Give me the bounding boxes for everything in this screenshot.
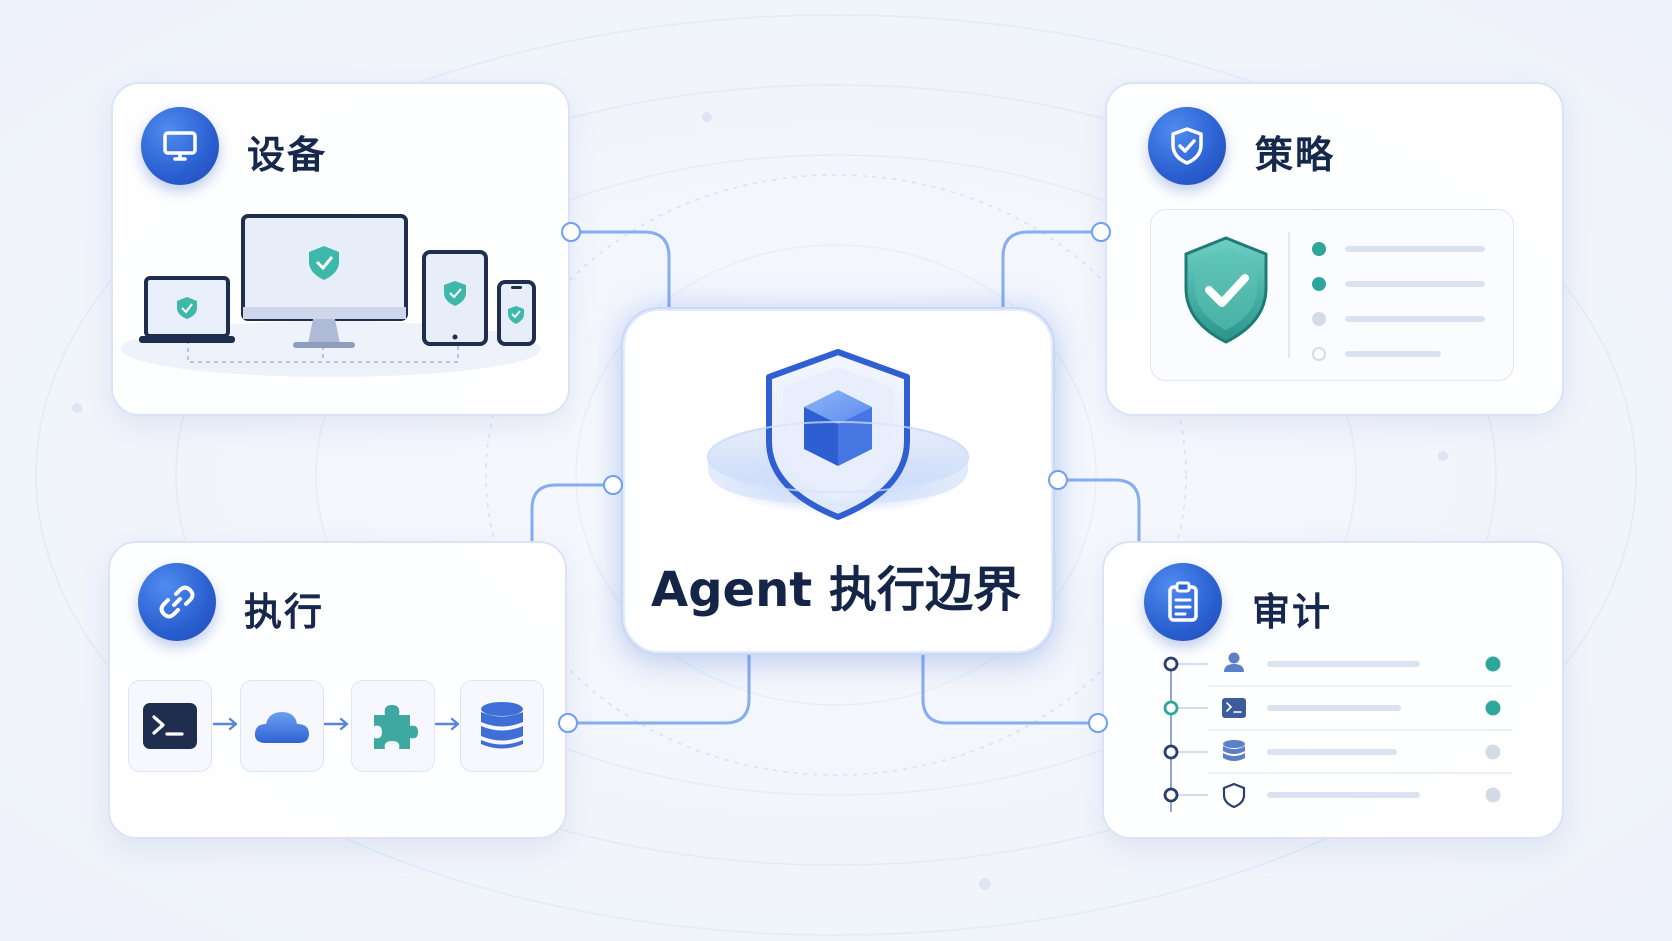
laptop-icon <box>139 276 235 343</box>
execution-step-cloud[interactable] <box>240 680 324 772</box>
devices-badge <box>141 107 219 185</box>
shield-check-icon <box>1184 236 1268 344</box>
policy-item-status <box>1312 312 1326 326</box>
shield-check-icon <box>1171 127 1203 165</box>
devices-title: 设备 <box>247 133 328 177</box>
connector-node <box>1088 713 1108 733</box>
user-icon <box>1224 652 1244 672</box>
center-card[interactable] <box>623 309 1053 653</box>
execution-badge <box>138 563 216 641</box>
connector-node <box>1091 222 1111 242</box>
link-icon <box>159 585 195 619</box>
devices-card[interactable]: 设备 <box>111 82 570 416</box>
audit-card[interactable]: 审计 <box>1102 541 1564 839</box>
policy-panel <box>1150 209 1514 381</box>
arrow-icon <box>212 717 238 731</box>
arrow-icon <box>323 717 349 731</box>
connector-node <box>558 713 578 733</box>
terminal-icon <box>1222 698 1246 718</box>
policy-item-status <box>1312 242 1326 256</box>
phone-icon <box>497 280 536 346</box>
execution-step-database[interactable] <box>460 680 544 772</box>
terminal-icon <box>143 703 197 749</box>
database-icon <box>481 702 523 749</box>
policy-divider <box>1288 232 1290 358</box>
desktop-icon <box>241 214 408 348</box>
cloud-icon <box>254 712 309 743</box>
policy-item-status <box>1312 277 1326 291</box>
puzzle-icon <box>374 705 418 749</box>
arrow-icon <box>434 717 460 731</box>
monitor-icon <box>163 131 197 161</box>
audit-badge <box>1144 563 1222 641</box>
policy-title: 策略 <box>1255 133 1336 177</box>
tablet-icon <box>422 250 488 346</box>
center-title: Agent 执行边界 <box>651 562 1021 618</box>
policy-item-line <box>1345 281 1485 287</box>
execution-step-plugin[interactable] <box>351 680 435 772</box>
connector-node <box>1048 470 1068 490</box>
execution-title: 执行 <box>244 590 325 634</box>
agent-boundary-icon <box>707 349 969 520</box>
audit-log <box>1163 652 1512 812</box>
policy-item-status <box>1312 347 1326 361</box>
devices-illustration <box>121 214 541 377</box>
shield-icon <box>1222 782 1246 809</box>
policy-item-line <box>1345 316 1485 322</box>
policy-item-line <box>1345 351 1441 357</box>
policy-badge <box>1148 107 1226 185</box>
connector-node <box>561 222 581 242</box>
policy-item-line <box>1345 246 1485 252</box>
audit-title: 审计 <box>1252 590 1333 634</box>
connector-node <box>603 475 623 495</box>
database-icon <box>1223 740 1245 761</box>
execution-step-terminal[interactable] <box>128 680 212 772</box>
clipboard-icon <box>1168 581 1198 622</box>
